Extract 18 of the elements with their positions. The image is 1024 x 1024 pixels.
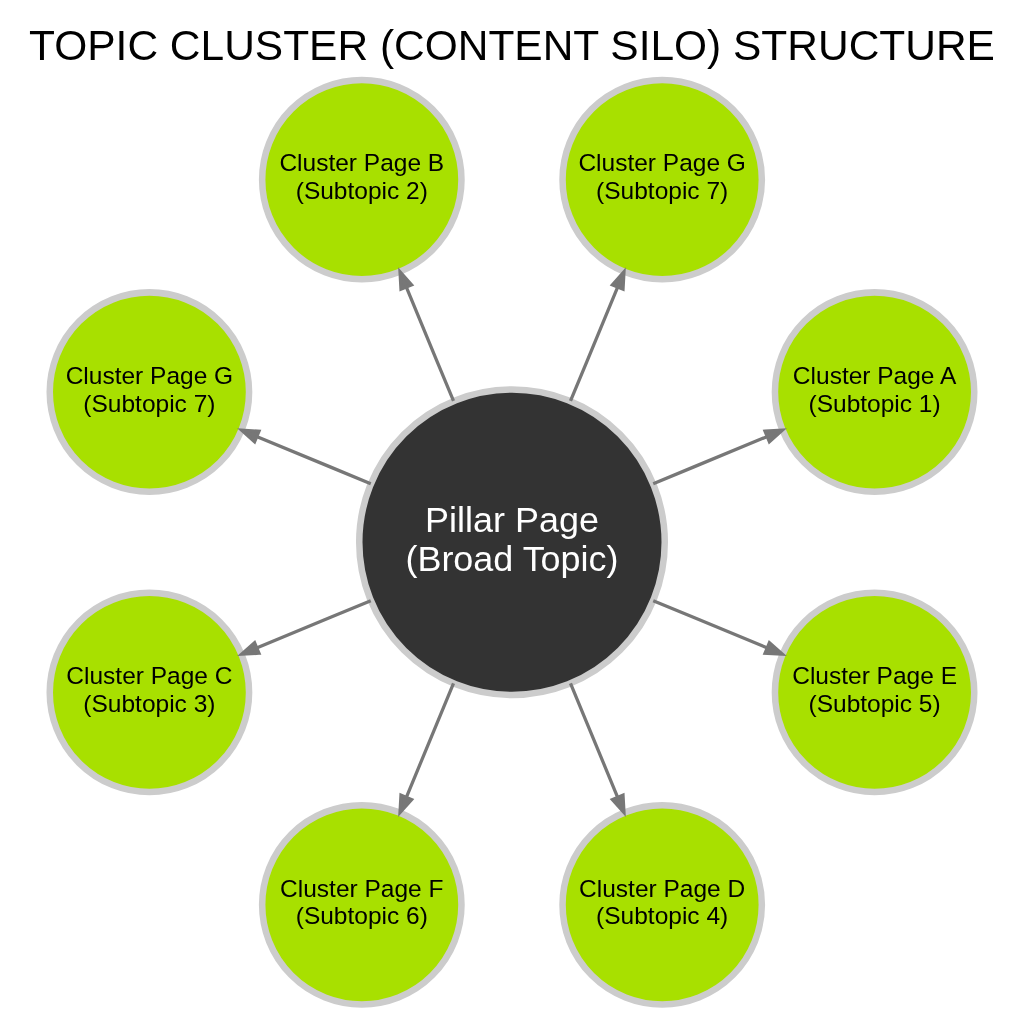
node-circle: Cluster Page G (Subtopic 7) <box>559 76 766 283</box>
arrow <box>237 428 372 486</box>
arrow <box>237 599 372 657</box>
arrow <box>398 267 455 402</box>
node-circle: Cluster Page D (Subtopic 4) <box>559 801 766 1008</box>
node-circle: Cluster Page F (Subtopic 6) <box>258 801 465 1008</box>
node-circle: Pillar Page (Broad Topic) <box>356 386 668 699</box>
diagram-title: TOPIC CLUSTER (CONTENT SILO) STRUCTURE <box>29 22 995 70</box>
node-circle: Cluster Page G (Subtopic 7) <box>46 289 253 495</box>
node-circle: Cluster Page B (Subtopic 2) <box>258 76 465 283</box>
node-circle: Cluster Page A (Subtopic 1) <box>771 289 978 495</box>
arrow <box>569 682 626 818</box>
arrow <box>569 267 626 402</box>
node-circle: Cluster Page C (Subtopic 3) <box>46 589 253 796</box>
arrow <box>652 428 787 486</box>
node-circle: Cluster Page E (Subtopic 5) <box>771 589 978 796</box>
arrow <box>398 682 455 818</box>
arrow <box>652 599 787 657</box>
